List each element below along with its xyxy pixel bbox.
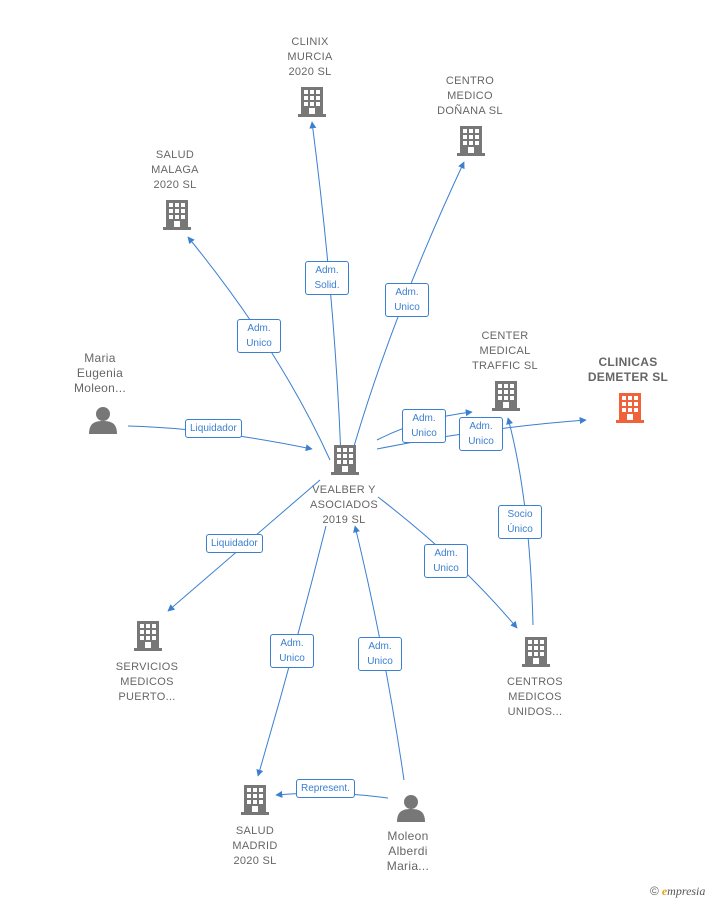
cmt-building-icon	[492, 381, 520, 411]
node-vealber[interactable]: VEALBER Y ASOCIADOS 2019 SL	[309, 484, 379, 526]
edge-label-malaga: Adm.Unico	[237, 319, 281, 353]
madrid-building-icon	[241, 785, 269, 815]
vealber-building-icon	[331, 445, 359, 475]
node-madrid[interactable]: SALUD MADRID 2020 SL	[232, 825, 278, 867]
node-clinix[interactable]: CLINIX MURCIA 2020 SL	[287, 36, 333, 78]
node-moleon[interactable]: Moleon Alberdi Maria...	[386, 829, 430, 873]
donana-building-icon	[457, 126, 485, 156]
centros-building-icon	[522, 637, 550, 667]
edge-label-centros: Adm.Unico	[424, 544, 468, 578]
empresia-logo[interactable]: ©empresia	[650, 884, 706, 898]
node-centros[interactable]: CENTROS MEDICOS UNIDOS...	[507, 676, 563, 718]
edge-label-represent: Represent.	[296, 779, 355, 798]
edge-label-madrid: Adm.Unico	[270, 634, 314, 668]
node-malaga[interactable]: SALUD MALAGA 2020 SL	[151, 149, 199, 191]
edge-label-demeter: Adm.Unico	[459, 417, 503, 451]
edge-label-maria: Liquidador	[185, 419, 242, 438]
moleon-person-icon	[397, 795, 425, 822]
edge-label-moleon: Adm.Unico	[358, 637, 402, 671]
edge-label-cmt: Adm.Unico	[402, 409, 446, 443]
malaga-building-icon	[163, 200, 191, 230]
node-cmt[interactable]: CENTER MEDICAL TRAFFIC SL	[472, 330, 538, 372]
copyright-icon: ©	[650, 884, 659, 898]
demeter-building-icon	[616, 393, 644, 423]
clinix-building-icon	[298, 87, 326, 117]
node-servicios[interactable]: SERVICIOS MEDICOS PUERTO...	[115, 661, 179, 703]
node-maria[interactable]: Maria Eugenia Moleon...	[73, 351, 127, 395]
edge-label-donana: Adm.Unico	[385, 283, 429, 317]
edge-label-clinix: Adm.Solid.	[305, 261, 349, 295]
node-demeter[interactable]: CLINICAS DEMETER SL	[587, 355, 669, 384]
servicios-building-icon	[134, 621, 162, 651]
node-donana[interactable]: CENTRO MEDICO DOÑANA SL	[437, 75, 503, 117]
edge-label-servicios: Liquidador	[206, 534, 263, 553]
maria-person-icon	[89, 407, 117, 434]
